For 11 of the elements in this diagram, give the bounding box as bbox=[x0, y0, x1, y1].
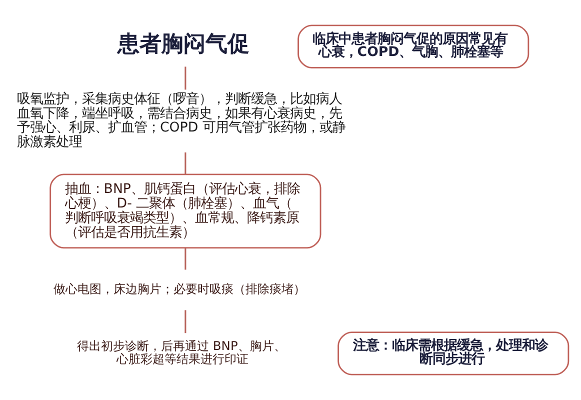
connector bbox=[184, 66, 186, 90]
node-text: 患者胸闷气促 bbox=[118, 31, 250, 58]
connector bbox=[184, 248, 186, 270]
node-text: 做心电图，床边胸片；必要时吸痰（排除痰堵） bbox=[54, 282, 306, 296]
connector bbox=[184, 152, 186, 174]
node-box: 抽血：BNP、肌钙蛋白（评估心衰，排除心梗）、D- 二聚体（肺栓塞）、血气（判断呼吸衰竭类型）、血常规、降钙素原（评估是否用抗生素） bbox=[50, 174, 322, 249]
connector bbox=[184, 310, 186, 334]
node-text: 得出初步诊断，后再通过 BNP、胸片、心脏彩超等结果进行印证 bbox=[77, 338, 286, 366]
node-text: 吸氧监护，采集病史体征（啰音），判断缓急，比如病人血氧下降，端坐呼吸，需结合病史，如果有心衰病史，先予强心、利尿、扩血管；COPD 可用气管扩张药物，或静脉激素处理 bbox=[16, 92, 346, 150]
node-box: 注意：临床需根据缓急，处理和诊断同步进行 bbox=[338, 332, 570, 376]
node-box: 临床中患者胸闷气促的原因常见有心衰，COPD、气胸、肺栓塞等 bbox=[298, 24, 530, 68]
